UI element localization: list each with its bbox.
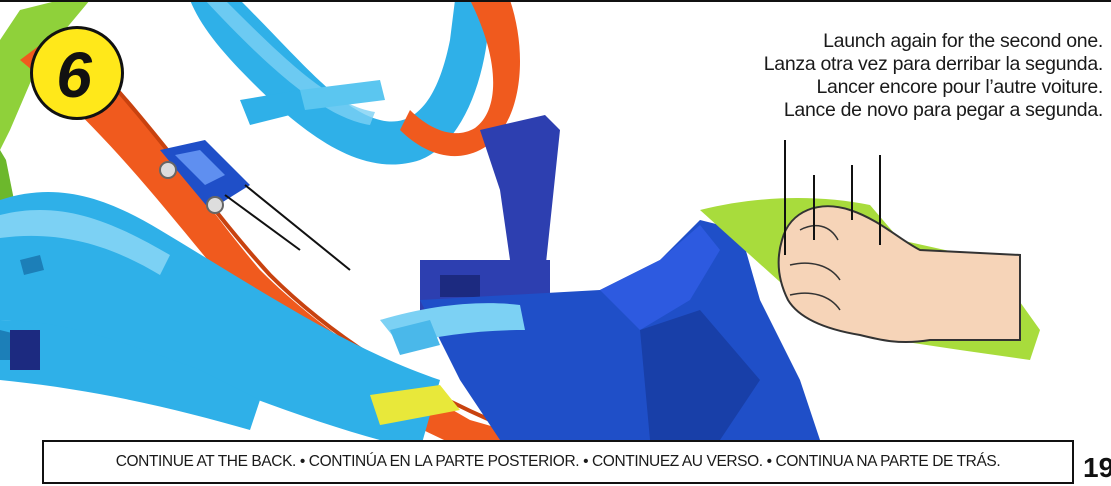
caption-line-es: Lanza otra vez para derribar la segunda.: [763, 53, 1104, 75]
continue-notice: CONTINUE AT THE BACK. • CONTINÚA EN LA P…: [42, 440, 1074, 484]
blue-ramp: [0, 191, 440, 450]
orange-track: [20, 30, 540, 470]
step-number: 6: [56, 39, 92, 111]
instruction-caption: Launch again for the second one. Lanza o…: [583, 30, 1104, 122]
continue-notice-text: CONTINUE AT THE BACK. • CONTINÚA EN LA P…: [115, 453, 1001, 470]
step-number-badge: 6: [30, 26, 124, 120]
caption-line-en: Launch again for the second one.: [823, 30, 1103, 52]
toy-car: [159, 140, 250, 214]
green-track-piece: [0, 0, 90, 150]
fist-hand: [777, 205, 1021, 344]
page-number: 19: [1083, 452, 1111, 483]
yellow-piece: [370, 385, 460, 425]
caption-line-fr: Lancer encore pour l’autre voiture.: [816, 76, 1103, 98]
caption-line-pt: Lance de novo para pegar a segunda.: [783, 99, 1103, 121]
orange-loop-track: [400, 0, 520, 157]
